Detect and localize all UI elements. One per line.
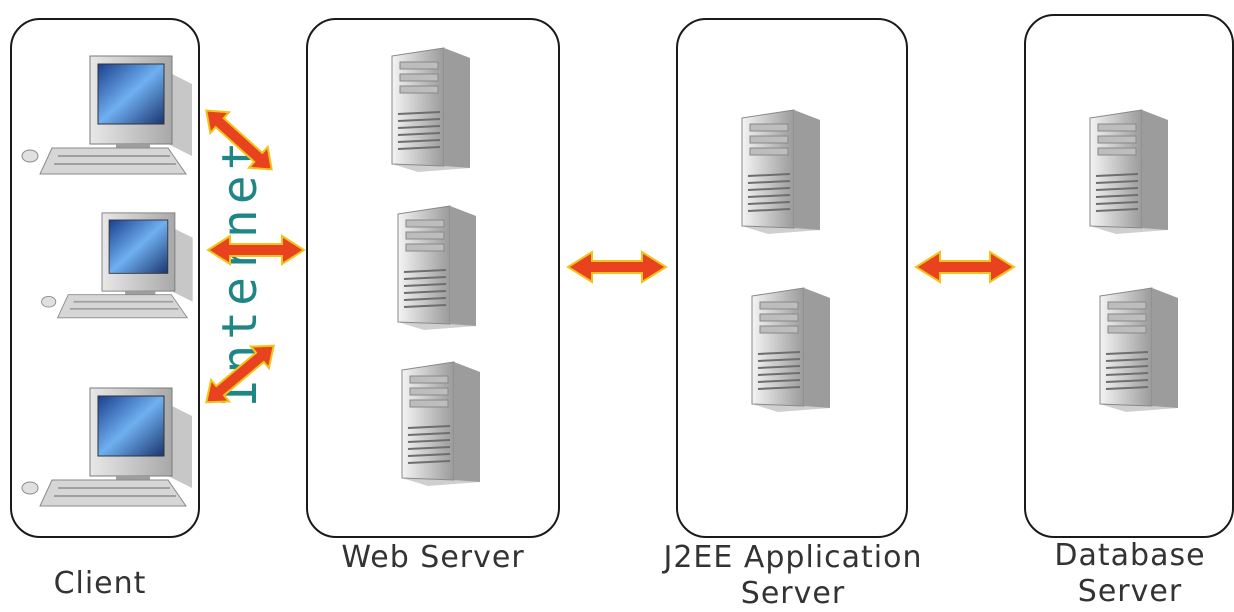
double-arrow-icon [566,250,668,284]
client-computer-icon [18,384,198,520]
desktop-computer-icon [21,387,192,507]
server-tower-icon [741,109,820,234]
client-label-text: Client [53,566,147,601]
web-server-icon [394,202,480,336]
app-server-label: J2EE Application Server [620,540,966,612]
server-tower-icon [397,205,476,330]
db-server-icon [1086,106,1172,240]
db-server-label-line1: Database [1054,538,1206,573]
client-computer-icon [18,52,198,188]
server-tower-icon [401,361,480,486]
web-server-label: Web Server [306,540,560,576]
db-server-label: Database Server [1040,538,1220,610]
server-tower-icon [1089,109,1168,234]
double-arrow-icon [206,234,306,266]
db-server-label-line2: Server [1077,574,1183,609]
server-tower-icon [1099,287,1178,412]
double-arrow-icon [205,109,273,171]
app-server-tier-box [676,18,908,538]
app-server-label-line1: J2EE Application [663,540,923,575]
web-server-icon [398,358,484,492]
double-arrow-icon [205,344,275,404]
app-server-label-line2: Server [740,576,846,611]
double-arrow-icon [914,250,1016,284]
server-tower-icon [751,287,830,412]
client-computer-icon [38,204,198,336]
app-server-icon [748,284,834,418]
db-server-tier-box [1024,14,1234,538]
server-tower-icon [391,47,470,172]
web-server-icon [388,44,474,178]
desktop-computer-icon [21,55,192,175]
db-server-icon [1096,284,1182,418]
desktop-computer-icon [41,212,193,319]
web-server-label-text: Web Server [341,540,525,575]
app-server-icon [738,106,824,240]
client-label: Client [20,566,180,602]
